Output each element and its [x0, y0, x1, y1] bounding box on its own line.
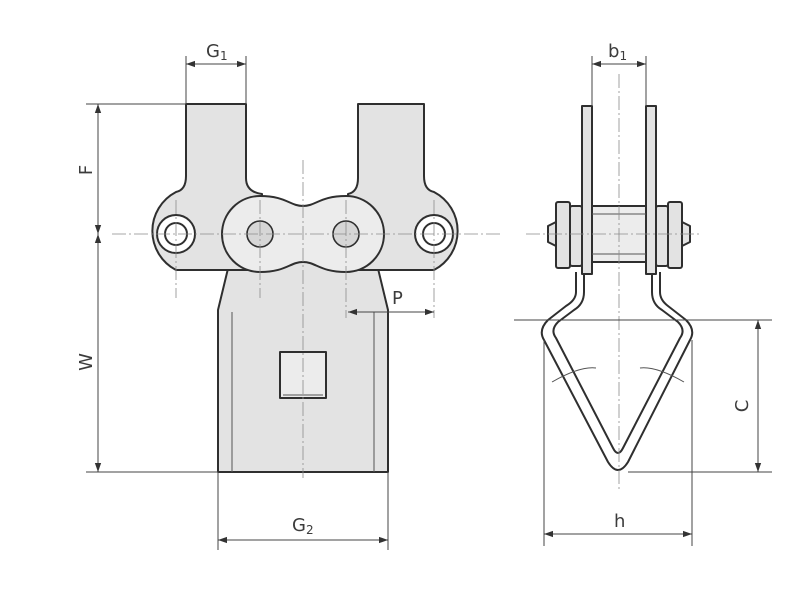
b1-label: b1 — [608, 41, 627, 63]
v-plate-outer — [540, 272, 694, 471]
pin-washer-right — [655, 205, 669, 267]
g1-label: G1 — [206, 41, 228, 63]
construction-arc-left — [551, 367, 597, 383]
w-label: W — [76, 353, 97, 371]
front-dimensions: G1 F W P G2 — [76, 41, 434, 550]
pin-head-right — [667, 201, 683, 269]
h-label: h — [614, 511, 625, 532]
p-label: P — [392, 288, 403, 309]
g2-label: G2 — [292, 515, 314, 537]
v-plate-inner — [552, 272, 684, 454]
side-view — [526, 74, 700, 490]
c-label: C — [732, 400, 753, 413]
side-plate-left — [581, 105, 593, 275]
pin-head-left — [555, 201, 571, 269]
pin-washer-left — [569, 205, 583, 267]
front-view — [112, 103, 500, 478]
construction-arc-right — [639, 367, 685, 383]
side-plate-right — [645, 105, 657, 275]
side-dimensions: b1 C h — [514, 41, 772, 546]
f-label: F — [76, 165, 97, 175]
